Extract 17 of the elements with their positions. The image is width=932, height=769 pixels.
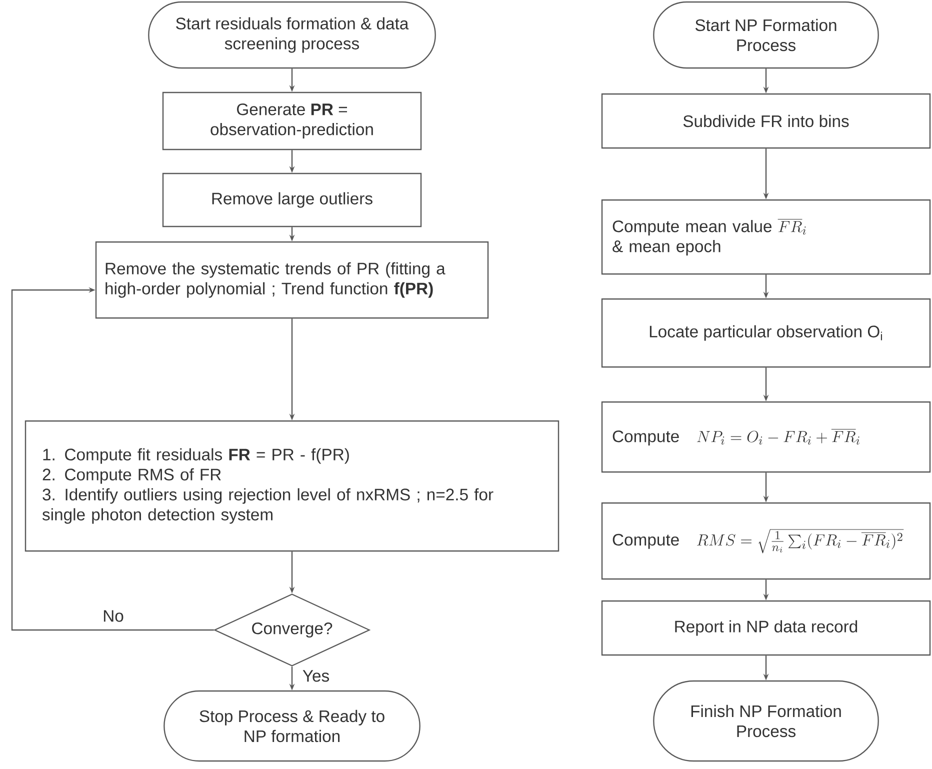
- process-box: 1. Compute fit residuals FR = PR - f(PR) 2. Compute RMS of FR 3. Identify outliers using rejection level of nxRMS ; n=2.5 for single photon detection system: [24, 420, 560, 552]
- process-box: Report in NP data record: [601, 600, 931, 656]
- edge-label: No: [101, 608, 126, 624]
- process-box: Remove large outliers: [162, 172, 422, 228]
- arrow: [11, 287, 214, 631]
- terminal-box: Start NP Formation Process: [653, 1, 879, 69]
- terminal-box: Start residuals formation & data screening process: [148, 1, 436, 69]
- process-box: Compute mean value $\overline{FR}_i$ & mean epoch: [601, 199, 931, 275]
- process-box: Locate particular observation O$_{i}$: [601, 298, 931, 368]
- process-box: Generate PR = observation-prediction: [162, 92, 422, 150]
- process-box: Compute $RMS = \sqrt{\frac{1}{n_i}\sum_i (FR_i - \overline{FR}_i)^2}$: [601, 502, 931, 580]
- edge-label: Yes: [301, 668, 331, 684]
- terminal-box: Stop Process & Ready to NP formation: [164, 690, 420, 762]
- terminal-box: Finish NP Formation Process: [653, 680, 879, 762]
- process-box: Remove the systematic trends of PR (fitting a high-order polynomial ; Trend function f(PR): [95, 241, 489, 319]
- process-box: Subdivide FR into bins: [601, 93, 931, 149]
- process-box: Compute $NP_i = O_i - FR_i + \overline{FR}_i$: [601, 401, 931, 473]
